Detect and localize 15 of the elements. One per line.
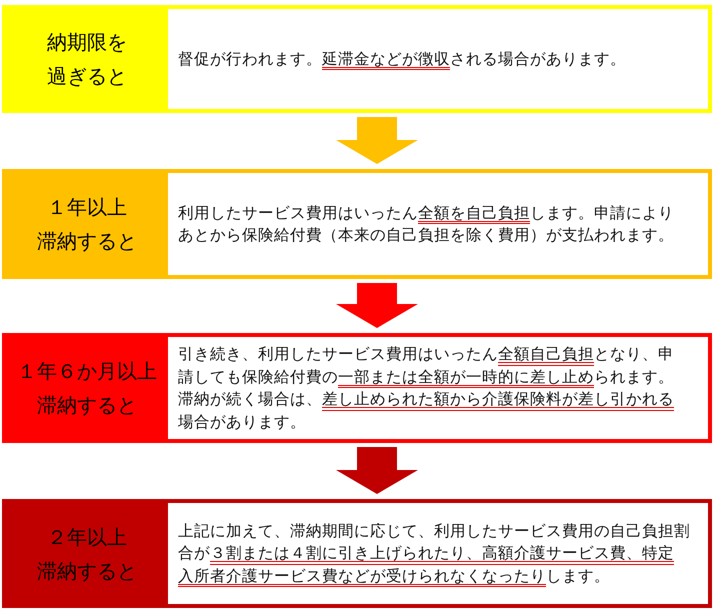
- description-text: 引き続き、利用したサービス費用はいったん全額自己負担となり、申請しても保険給付費の一部または全額が一時的に差し止められます。滞納が続く場合は、差し止められた額から介護保険料が差し引かれる場合があります。: [178, 344, 674, 432]
- block-arrow: [336, 117, 418, 164]
- step-box: [2, 333, 712, 443]
- step-box: [2, 5, 712, 113]
- step-label: １年以上滞納すると: [37, 194, 137, 255]
- step-label: ２年以上滞納すると: [37, 524, 137, 584]
- description-text: 利用したサービス費用はいったん全額を自己負担します。申請によりあとから保険給付費（本来の自己負担を除く費用）が支払われます。: [178, 202, 674, 246]
- block-arrow: [336, 447, 418, 494]
- step-label: 納期限を過ぎると: [47, 29, 127, 90]
- step-box: [2, 169, 712, 279]
- description-text: 督促が行われます。延滞金などが徴収される場合があります。: [178, 48, 626, 70]
- step-label: １年６か月以上滞納すると: [17, 358, 157, 419]
- block-arrow: [336, 283, 418, 328]
- description-text: 上記に加えて、滞納期間に応じて、利用したサービス費用の自己負担割合が３割または４割に引き上げられたり、高額介護サービス費、特定入所者介護サービス費などが受けられなくなったりします。: [178, 520, 690, 587]
- step-box: [2, 499, 712, 608]
